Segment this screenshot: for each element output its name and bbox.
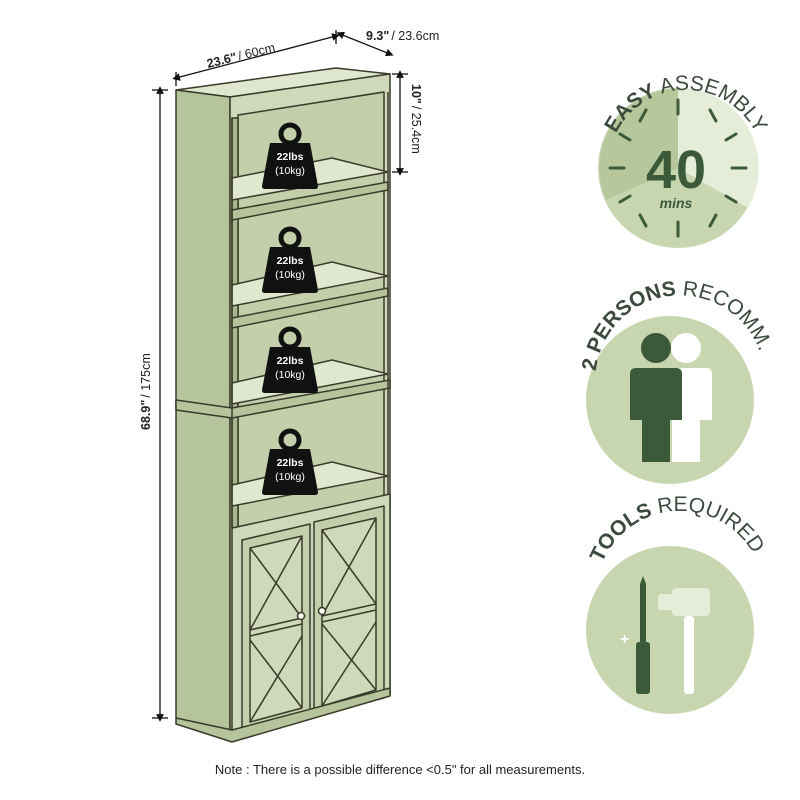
svg-text:+: + [620, 631, 629, 648]
bookcase-illustration [175, 67, 391, 743]
weight-lbs-3: 22lbs [277, 355, 304, 367]
cabinet-base [175, 687, 391, 743]
right-door [313, 505, 385, 715]
width-dimension-line [172, 33, 340, 81]
assembly-minutes-unit: mins [660, 195, 693, 211]
weight-kg-2: (10kg) [275, 269, 305, 281]
shelf-cm: / 25.4cm [409, 106, 423, 154]
two-persons-badge: 2 PERSONS RECOMM. [578, 277, 777, 484]
assembly-minutes-number: 40 [646, 140, 706, 200]
width-cm: / 60cm [237, 40, 277, 63]
svg-text:9.3"/ 23.6cm: 9.3"/ 23.6cm [366, 29, 439, 43]
clock-elapsed-wedge [678, 87, 759, 208]
depth-label: 9.3"/ 23.6cm [366, 29, 439, 43]
left-door [241, 523, 311, 733]
dimension-lines [152, 30, 408, 722]
weight-kg-3: (10kg) [275, 369, 305, 381]
weight-lbs-4: 22lbs [277, 457, 304, 469]
easy-assembly-badge: 40 mins EASY ASSEMBLY [598, 72, 772, 248]
width-inches: 23.6" [205, 50, 238, 71]
weight-icon: 22lbs (10kg) [262, 122, 318, 189]
left-door-knob[interactable] [296, 611, 306, 621]
depth-dimension-line [336, 31, 394, 57]
weight-icon: 22lbs (10kg) [262, 428, 318, 495]
svg-text:68.9"/ 175cm: 68.9" / 175cm [139, 353, 153, 430]
weight-kg-1: (10kg) [275, 165, 305, 177]
svg-text:23.6"/ 60cm: 23.6"/ 60cm [205, 40, 276, 70]
height-label: 68.9" / 175cm [139, 353, 153, 430]
screwdriver-hammer-icon: + [620, 576, 710, 694]
depth-inches: 9.3" [366, 29, 389, 43]
weight-lbs-2: 22lbs [277, 255, 304, 267]
right-door-knob[interactable] [317, 606, 327, 616]
shelf-height-label: 10" / 25.4cm [409, 84, 423, 154]
weight-icon: 22lbs (10kg) [262, 226, 318, 293]
two-persons-icon [630, 333, 712, 462]
height-inches: 68.9" [139, 400, 153, 430]
weight-kg-4: (10kg) [275, 471, 305, 483]
svg-text:10"/ 25.4cm: 10" / 25.4cm [409, 84, 423, 154]
weight-capacity-icons: 22lbs (10kg) 22lbs (10kg) 22lbs (10kg) 2… [262, 122, 318, 495]
depth-cm: / 23.6cm [391, 29, 439, 43]
weight-lbs-1: 22lbs [277, 151, 304, 163]
measurement-note: Note : There is a possible difference <0… [214, 762, 586, 777]
tools-required-badge: + TOOLS REQUIRED [586, 493, 769, 714]
clock-icon [608, 98, 748, 238]
height-cm: / 175cm [139, 353, 153, 397]
width-label: 23.6"/ 60cm [205, 40, 276, 70]
shelf-inches: 10" [409, 84, 423, 104]
weight-icon: 22lbs (10kg) [262, 326, 318, 393]
